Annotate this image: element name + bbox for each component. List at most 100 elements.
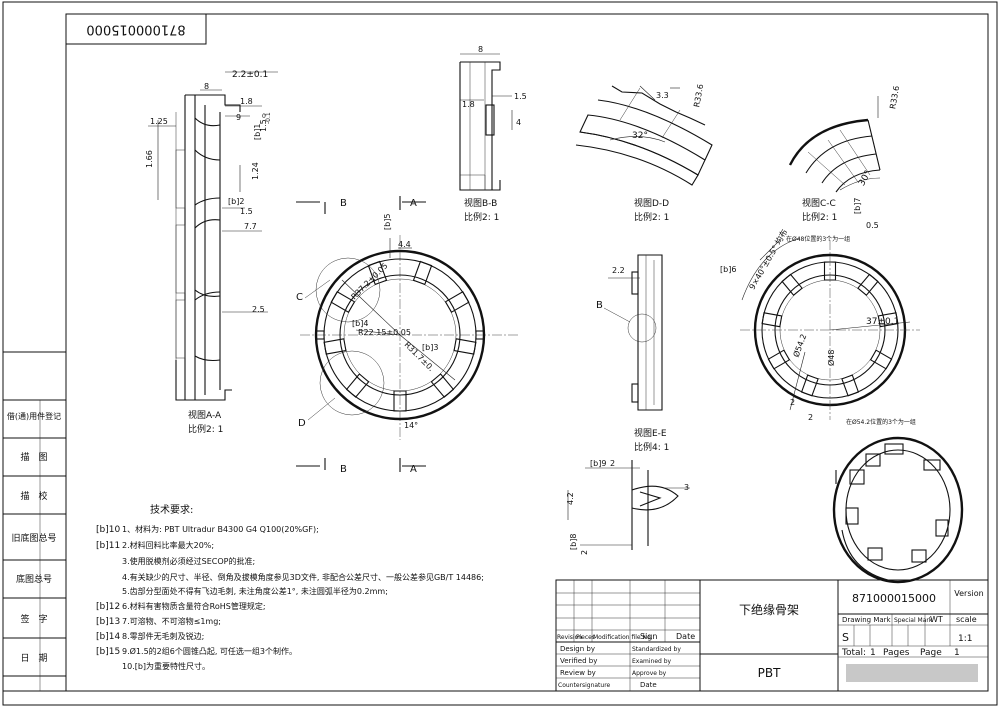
dim-a-11: 1.24 [251, 162, 260, 180]
view-c-scale: 比例2: 1 [802, 211, 837, 223]
view-d-scale: 比例2: 1 [634, 211, 669, 223]
note-text-9: 10.[b]为重要特性尺寸。 [122, 661, 210, 671]
title-block: Revision Pieces Modification file No. Si… [555, 579, 989, 692]
dim-a-5: 1.25 [150, 117, 168, 126]
page-value: 1 [954, 648, 960, 658]
dim-c-1: R33.6 [888, 85, 901, 110]
dim-main-7: [b]3 [422, 343, 438, 352]
left-registration-column: 借(通)用件登记 描 图 描 校 旧底图总号 底图总号 签 字 日 期 [2, 351, 67, 692]
left-col-label-2: 描 校 [20, 490, 47, 502]
iso-ring-view: 9×40°±0.5° 均布 在Ø48位置的3个为一组 [b]6 37±0.1 Ø… [720, 227, 920, 426]
dim-a-8: 0 [262, 113, 266, 120]
dim-iso-5: Ø54.2 [791, 332, 809, 358]
drawing-number-text: 871000015000 [86, 22, 185, 37]
dim-b-4: 4 [516, 118, 521, 127]
left-col-label-5: 签 字 [20, 613, 47, 625]
note-text-8: 9.Ø1.5的2组6个圆锥凸起, 可任选一组3个制作。 [122, 646, 297, 656]
dim-iso-6: Ø48 [826, 350, 836, 366]
note-tag-8: [b]15 [96, 647, 120, 657]
mark-header-1: Special Mark [894, 617, 933, 624]
dim-iso-2: 在Ø48位置的3个为一组 [786, 235, 850, 243]
redacted-company-name [846, 664, 978, 682]
section-letter-d: D [298, 418, 306, 429]
view-e-ref-b: B [596, 300, 603, 311]
dim-a-2: 8 [204, 82, 209, 91]
dim-e-4: 3 [684, 483, 689, 492]
dim-b-1: 8 [478, 45, 483, 54]
sign-row-1-left: Verified by [560, 657, 597, 665]
main-ring-view: B A B A C D [b]5 4.4 R37.2±0.05 [b]4 R22… [296, 196, 520, 475]
note-tag-5: [b]12 [96, 602, 120, 612]
dim-iso-3: [b]6 [720, 265, 736, 274]
dim-e-6: [b]8 [569, 534, 578, 550]
dim-a-9: -0.1 [265, 112, 272, 124]
note-tag-1: [b]11 [96, 541, 120, 551]
sign-row-2-right: Approve by [632, 670, 667, 677]
ring-tooth [767, 349, 791, 370]
section-letter-b-bottom: B [340, 464, 347, 475]
technical-notes: 技术要求: [b]10 1、材料为: PBT Ultradur B4300 G4… [96, 503, 484, 671]
left-col-label-3: 旧底图总号 [11, 532, 56, 544]
pages-label: Pages [883, 648, 910, 658]
ring-3d-view [832, 436, 964, 584]
sign-row-0-left: Design by [560, 645, 595, 653]
view-c-title: 视图C-C [802, 197, 836, 209]
ring-tooth [841, 374, 860, 397]
dim-a-7: 1.5 [259, 119, 268, 132]
mark-header-2: WT [930, 615, 943, 624]
mark-value-s: S [842, 631, 849, 644]
dim-b-3: 1.5 [514, 92, 527, 101]
dim-main-5: R22.15±0.05 [358, 328, 411, 337]
ring-tooth [412, 260, 433, 286]
left-col-label-4: 底图总号 [16, 573, 52, 585]
material: PBT [758, 666, 781, 680]
ring-tooth [430, 373, 455, 398]
note-text-3: 4.有关缺少的尺寸、半径、倒角及拔模角度参见3D文件, 非配合公差尺寸、一般公差… [122, 572, 484, 582]
dim-iso-4: 37±0.1 [866, 317, 899, 327]
dim-d-2: R33.6 [692, 83, 705, 108]
note-tag-6: [b]13 [96, 617, 120, 627]
ring-tooth [444, 291, 470, 313]
sign-row-2-left: Review by [560, 669, 596, 677]
page-label: Page [920, 648, 942, 658]
ring-tooth [393, 390, 407, 412]
section-letter-a-bottom: A [410, 464, 417, 475]
ring-tooth [330, 291, 356, 313]
sign-row-3-right: Date [640, 681, 657, 689]
rev-header-1: Pieces [576, 634, 595, 641]
note-text-1: 2.材料回料比率最大20%; [122, 540, 214, 550]
section-letter-c: C [296, 292, 303, 303]
dim-e-7: 2 [580, 550, 589, 555]
ring-tooth [857, 273, 879, 296]
dim-a-14: 7.7 [244, 222, 257, 231]
rev-header-0: Revision [557, 634, 582, 641]
dim-iso-9: 在Ø54.2位置的3个为一组 [846, 418, 916, 426]
version-label: Version [954, 589, 983, 598]
mark-value-scale: 1:1 [958, 634, 972, 644]
view-b-b: 8 1.8 1.5 4 视图B-B 比例2: 1 [459, 45, 527, 223]
left-col-label-0: 借(通)用件登记 [7, 411, 61, 421]
ring-tooth [453, 338, 477, 355]
dim-e-1: 2.2 [612, 266, 625, 275]
dim-a-1: 2.2±0.1 [232, 70, 268, 80]
ring-tooth [781, 273, 803, 296]
ring-tooth [323, 338, 347, 355]
note-text-0: 1、材料为: PBT Ultradur B4300 G4 Q100(20%GF)… [122, 524, 319, 534]
notes-heading: 技术要求: [150, 503, 193, 516]
dim-a-10: 1.66 [145, 150, 154, 168]
view-c-c: R33.6 30° [b]7 0.5 视图C-C 比例2: 1 [788, 85, 901, 230]
dim-main-8: 14° [404, 421, 418, 430]
mark-header-3: scale [956, 615, 977, 624]
dim-a-3: 1.8 [240, 97, 253, 106]
dim-e-2: [b]9 [590, 459, 606, 468]
part-name: 下绝缘骨架 [739, 602, 799, 617]
dim-a-4: 9 [236, 113, 241, 122]
view-d-d: 3.3 R33.6 32° 视图D-D 比例2: 1 [575, 83, 713, 223]
dim-main-2: 4.4 [398, 240, 411, 249]
total-label: Total: [841, 648, 866, 658]
note-text-7: 8.零部件无毛刺及锐边; [122, 631, 204, 641]
view-e-title: 视图E-E [634, 427, 667, 439]
ring-tooth [800, 374, 819, 397]
dim-e-5: 4.2 [566, 492, 575, 505]
